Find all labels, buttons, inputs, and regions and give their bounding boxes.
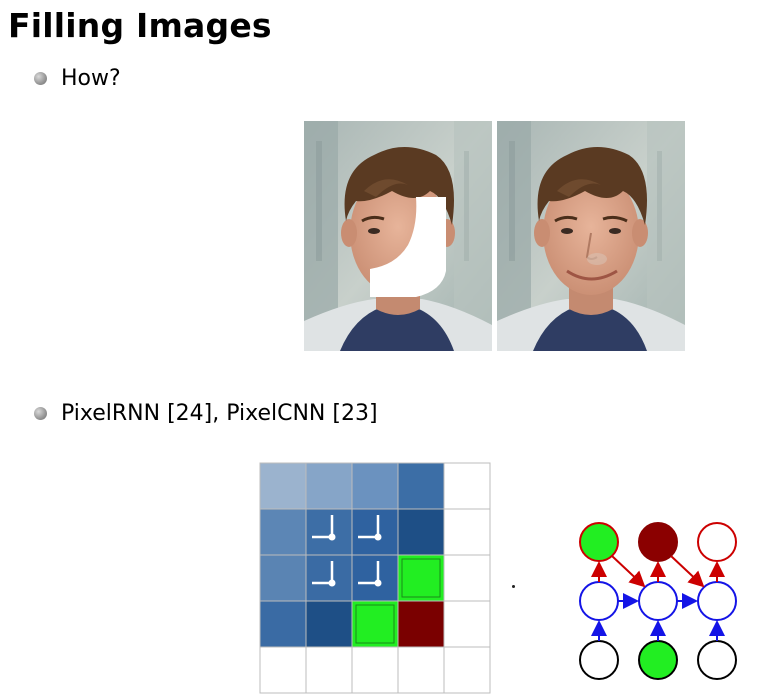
pixel-cell-1-2 (351, 508, 399, 556)
pixel-grid-figure (259, 462, 491, 698)
pixel-cell-4-2 (351, 646, 399, 694)
graph-node-hidden-1 (579, 581, 619, 621)
pixel-cell-outline (355, 604, 395, 644)
graph-node-input-3 (697, 640, 737, 680)
pixel-cell-3-2 (351, 600, 399, 648)
pixel-cell-0-3 (397, 462, 445, 510)
pixel-cell-4-1 (305, 646, 353, 694)
dependency-dot (328, 579, 336, 587)
pixel-cell-0-4 (443, 462, 491, 510)
dependency-dot (328, 533, 336, 541)
bullet-how: How? (34, 66, 121, 91)
pixel-cell-2-3 (397, 554, 445, 602)
pixel-cell-3-0 (259, 600, 307, 648)
slide-title: Filling Images (8, 6, 272, 45)
graph-node-hidden-3 (697, 581, 737, 621)
pixel-cell-0-2 (351, 462, 399, 510)
dependency-dot (374, 579, 382, 587)
pixel-cell-0-0 (259, 462, 307, 510)
pixel-cell-2-2 (351, 554, 399, 602)
masked-face-photo (304, 121, 492, 351)
graph-node-input-1 (579, 640, 619, 680)
pixel-cell-outline (401, 558, 441, 598)
pixel-cell-4-3 (397, 646, 445, 694)
graph-node-top-current (638, 522, 678, 562)
pixel-cell-1-3 (397, 508, 445, 556)
graph-node-top-empty (697, 522, 737, 562)
pixel-cell-1-4 (443, 508, 491, 556)
pixel-cell-2-4 (443, 554, 491, 602)
bullet-pixelrnn: PixelRNN [24], PixelCNN [23] (34, 401, 378, 426)
pixel-cell-4-0 (259, 646, 307, 694)
pixel-cell-1-1 (305, 508, 353, 556)
bullet-text: PixelRNN [24], PixelCNN [23] (61, 401, 378, 426)
pixel-cell-3-1 (305, 600, 353, 648)
pixel-cell-4-4 (443, 646, 491, 694)
pixel-dependency-graph (572, 516, 742, 690)
graph-node-input-2 (638, 640, 678, 680)
graph-node-hidden-2 (638, 581, 678, 621)
bullet-dot-icon (34, 72, 47, 85)
completed-face-photo (497, 121, 685, 351)
pixel-grid-svg (259, 462, 491, 694)
pixel-cell-3-3 (397, 600, 445, 648)
pixel-cell-0-1 (305, 462, 353, 510)
bullet-text: How? (61, 66, 121, 91)
stray-dot (512, 585, 515, 588)
pixel-cell-1-0 (259, 508, 307, 556)
pixel-cell-2-0 (259, 554, 307, 602)
graph-node-top-known (579, 522, 619, 562)
dependency-dot (374, 533, 382, 541)
pixel-cell-3-4 (443, 600, 491, 648)
pixel-cell-2-1 (305, 554, 353, 602)
bullet-dot-icon (34, 407, 47, 420)
